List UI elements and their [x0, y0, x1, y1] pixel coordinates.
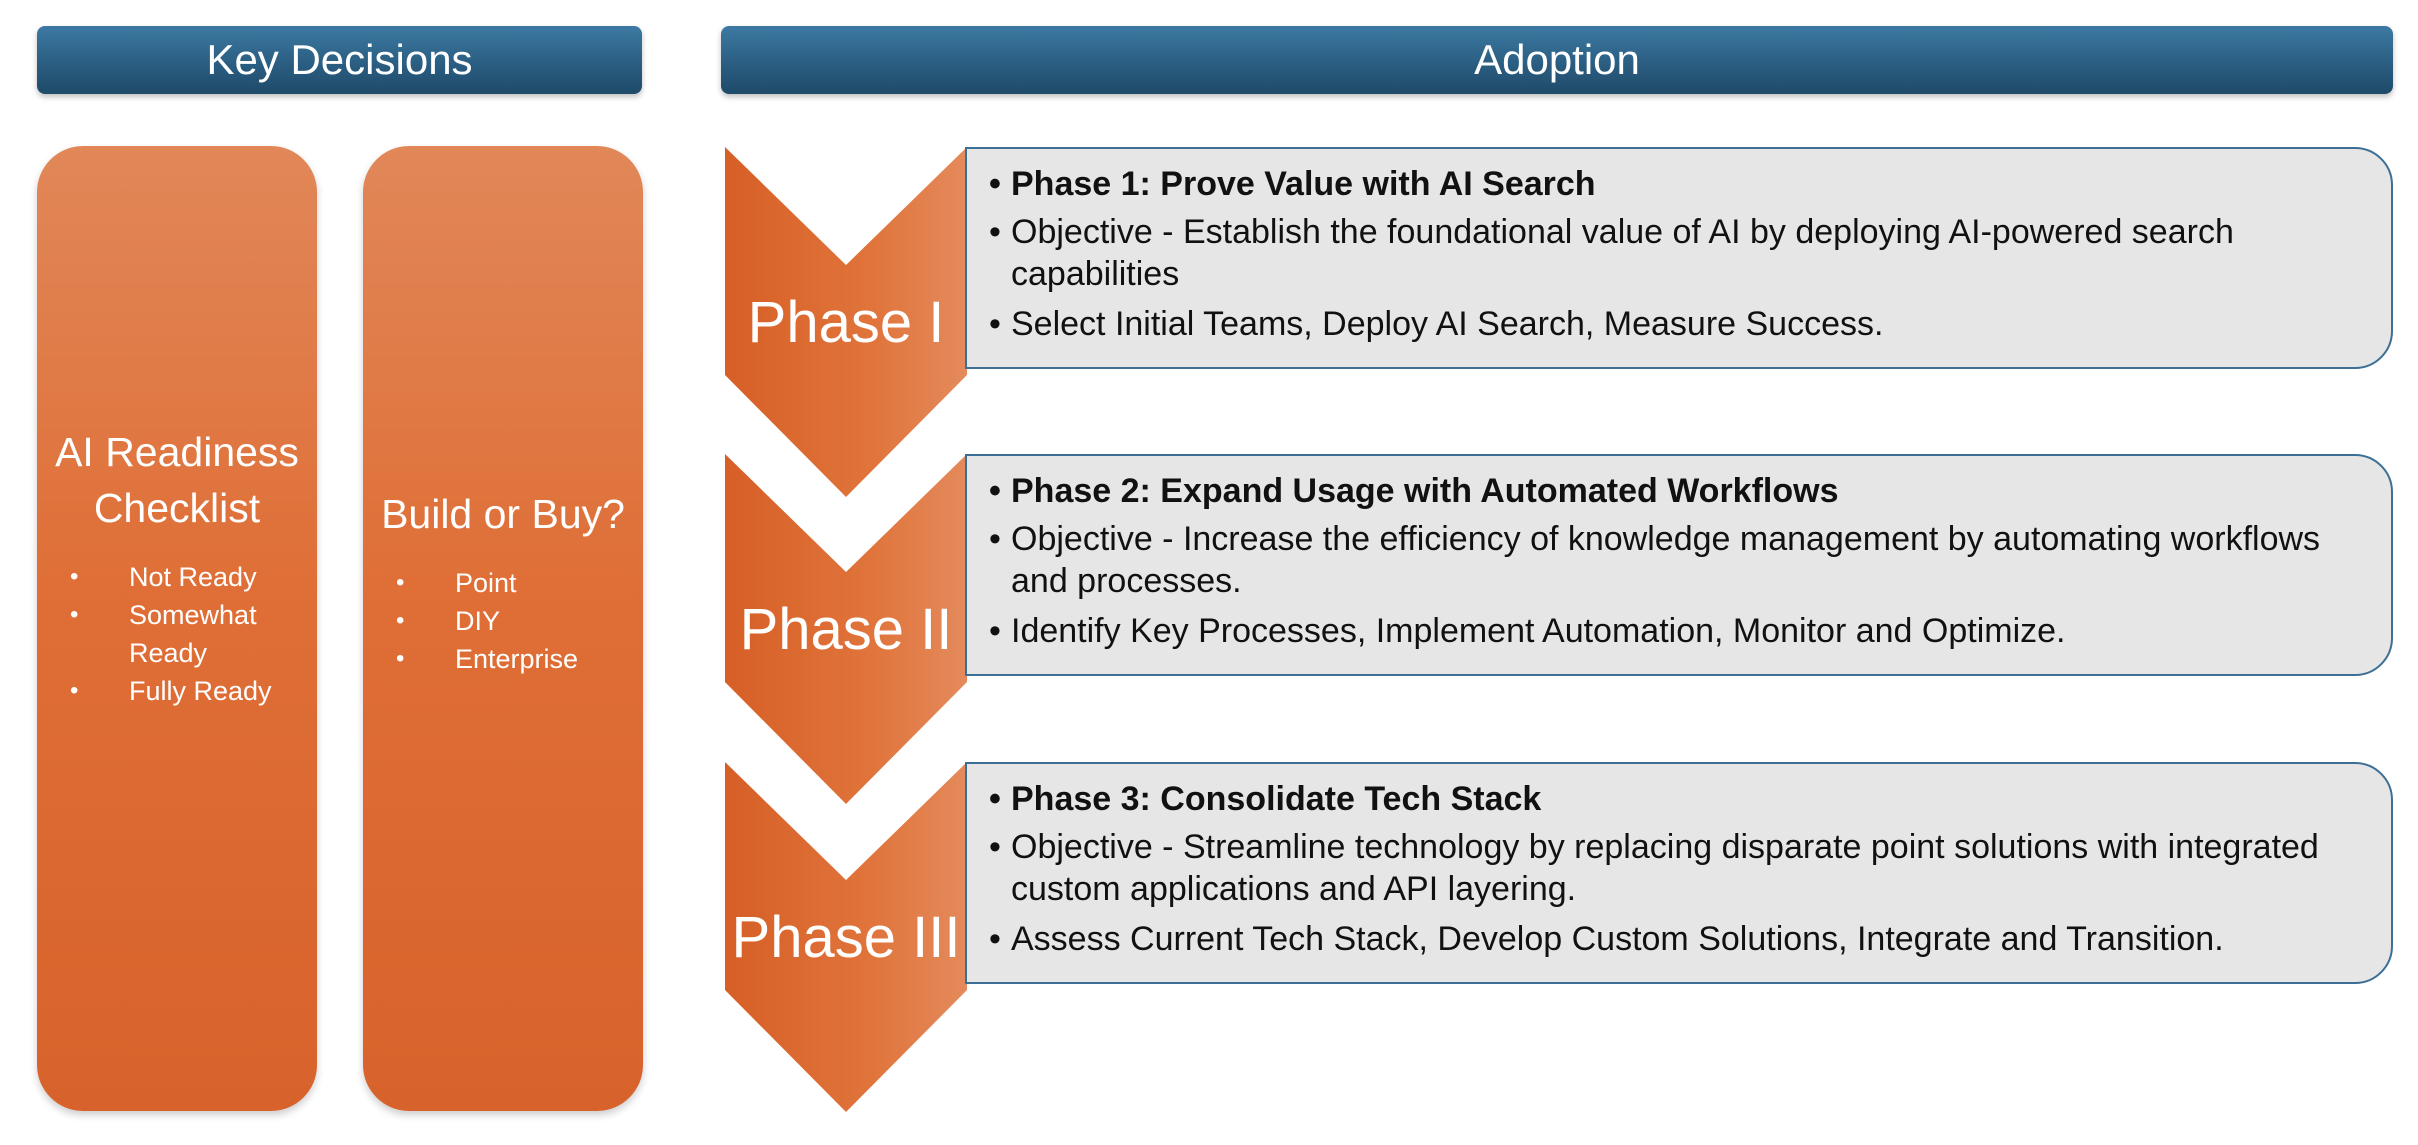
- phase-1-chevron: Phase I: [721, 147, 971, 497]
- list-item: DIY: [396, 602, 625, 640]
- phase-steps: Assess Current Tech Stack, Develop Custo…: [989, 918, 2373, 960]
- phase-steps: Identify Key Processes, Implement Automa…: [989, 610, 2373, 652]
- list-item: Fully Ready: [70, 672, 299, 710]
- phase-label: Phase III: [731, 904, 961, 970]
- adoption-header: Adoption: [721, 26, 2393, 94]
- ai-readiness-pillar: AI Readiness Checklist Not Ready Somewha…: [37, 146, 317, 1111]
- phase-heading: Phase 2: Expand Usage with Automated Wor…: [989, 470, 2373, 512]
- list-item: Enterprise: [396, 640, 625, 678]
- phase-3-chevron: Phase III: [721, 762, 971, 1112]
- phase-objective: Objective - Increase the efficiency of k…: [989, 518, 2373, 602]
- phase-heading: Phase 3: Consolidate Tech Stack: [989, 778, 2373, 820]
- phase-steps: Select Initial Teams, Deploy AI Search, …: [989, 303, 2373, 345]
- build-buy-list: Point DIY Enterprise: [363, 564, 643, 678]
- list-item: Not Ready: [70, 558, 299, 596]
- phase-3-details: Phase 3: Consolidate Tech Stack Objectiv…: [965, 762, 2393, 984]
- list-item: Somewhat Ready: [70, 596, 299, 672]
- phase-heading: Phase 1: Prove Value with AI Search: [989, 163, 2373, 205]
- list-item: Point: [396, 564, 625, 602]
- phase-2-details: Phase 2: Expand Usage with Automated Wor…: [965, 454, 2393, 676]
- build-or-buy-pillar: Build or Buy? Point DIY Enterprise: [363, 146, 643, 1111]
- phase-objective: Objective - Establish the foundational v…: [989, 211, 2373, 295]
- pillar-title: Build or Buy?: [381, 491, 625, 537]
- phase-1-details: Phase 1: Prove Value with AI Search Obje…: [965, 147, 2393, 369]
- key-decisions-header: Key Decisions: [37, 26, 642, 94]
- phase-objective: Objective - Streamline technology by rep…: [989, 826, 2373, 910]
- phase-2-chevron: Phase II: [721, 454, 971, 804]
- pillar-title: AI Readiness Checklist: [55, 429, 299, 531]
- phase-label: Phase I: [747, 289, 945, 355]
- readiness-list: Not Ready Somewhat Ready Fully Ready: [37, 558, 317, 710]
- phase-label: Phase II: [739, 596, 953, 662]
